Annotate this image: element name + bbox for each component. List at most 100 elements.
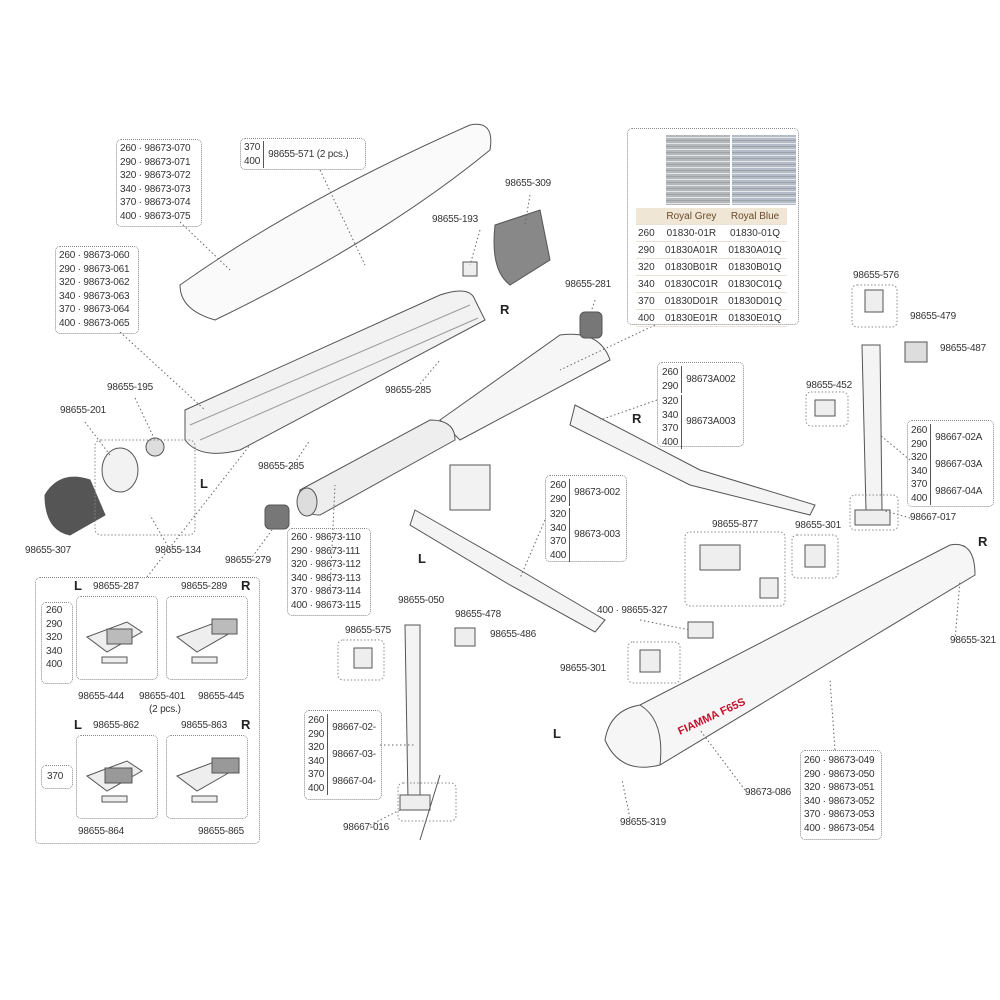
cover-code: 290 · 98673-071 <box>120 156 191 168</box>
part-label: 98655-289 <box>181 581 228 592</box>
front-code: 320 · 98673-051 <box>804 782 875 793</box>
roller-plug-r <box>579 311 603 339</box>
cover-code-box: 260 · 98673-070 290 · 98673-071 320 · 9867… <box>116 139 202 227</box>
profile-code: 320 · 98673-062 <box>59 277 130 288</box>
part-label: 98655-319 <box>620 817 667 828</box>
profile-code: 290 · 98673-061 <box>59 263 130 275</box>
profile-code: 370 · 98673-064 <box>59 304 130 315</box>
part-label: 98655-865 <box>198 826 245 837</box>
part-label: 98655-401 <box>139 691 186 702</box>
part-label: 98655-576 <box>853 270 900 281</box>
right-side-marker: R <box>500 302 510 317</box>
leg-code: 98667-02- <box>332 721 376 733</box>
bracket-877 <box>699 544 741 571</box>
royal-blue-swatch <box>732 135 796 205</box>
profile-code: 260 · 98673-060 <box>59 250 130 261</box>
size: 400 <box>244 155 261 167</box>
leg-left <box>404 624 421 801</box>
part-label: 98655-444 <box>78 691 125 702</box>
cover-code: 260 · 98673-070 <box>120 143 191 154</box>
part-label: 98667-016 <box>343 822 390 833</box>
part-label: 98655-486 <box>490 629 537 640</box>
bracket-r-frame <box>166 735 248 819</box>
profile-code: 400 · 98673-065 <box>59 317 130 329</box>
part-label: 98655-575 <box>345 625 392 636</box>
leg-right <box>861 344 883 511</box>
front-code: 340 · 98673-052 <box>804 795 875 807</box>
part-label: 98655-862 <box>93 720 140 731</box>
cover-code: 320 · 98673-072 <box>120 170 191 181</box>
part-label: 98655-321 <box>950 635 997 646</box>
left-side-marker: L <box>200 476 208 491</box>
part-label: 98655-301 <box>795 520 842 531</box>
part-label: 400 · 98655-327 <box>597 605 668 616</box>
roller-code: 320 · 98673-112 <box>291 559 361 570</box>
front-code: 400 · 98673-054 <box>804 822 875 834</box>
roller-tube <box>298 419 456 516</box>
part-label: 98655-479 <box>910 311 957 322</box>
part-label: 98655-301 <box>560 663 607 674</box>
roller-code: 260 · 98673-110 <box>291 532 361 543</box>
arm-right <box>569 404 816 516</box>
part-label: 98655-281 <box>565 279 612 290</box>
arm-code: 98673-002 <box>574 486 621 498</box>
top-cover <box>179 123 492 321</box>
size: 370 <box>244 142 261 153</box>
leg-code: 98667-04- <box>332 775 376 787</box>
fabric-sheet <box>439 333 611 441</box>
profile-code: 340 · 98673-063 <box>59 290 130 302</box>
arm-code: 98673-003 <box>574 529 621 541</box>
roller-code-box: 260 · 98673-110 290 · 98673-111 320 · 9867… <box>287 528 371 616</box>
front-bar <box>604 543 976 768</box>
roller-code: 340 · 98673-113 <box>291 572 361 584</box>
col-royal-grey: Royal Grey <box>659 208 724 225</box>
left-side-marker: L <box>553 726 561 741</box>
roller-code: 400 · 98673-115 <box>291 599 361 611</box>
end-cap-r <box>493 209 551 286</box>
profile-code-box: 260 · 98673-060 290 · 98673-061 320 · 9867… <box>55 246 139 334</box>
part-label: 98655-285 <box>385 385 432 396</box>
right-side-marker: R <box>632 411 642 426</box>
arm-code: 98673A002 <box>686 373 736 385</box>
cover-code: 340 · 98673-073 <box>120 183 191 195</box>
bracket-l-frame <box>76 735 158 819</box>
part-note: (2 pcs.) <box>149 704 181 715</box>
front-code: 370 · 98673-053 <box>804 809 875 820</box>
part-label: 98655-193 <box>432 214 479 225</box>
part-label: 98655-478 <box>455 609 502 620</box>
part-label: 98655-864 <box>78 826 125 837</box>
part-label: 98655-050 <box>398 595 445 606</box>
part-label: 98655-877 <box>712 519 759 530</box>
part-label: 98655-452 <box>806 380 853 391</box>
roller-code: 370 · 98673-114 <box>291 586 361 597</box>
part-label: 98655-863 <box>181 720 228 731</box>
col-royal-blue: Royal Blue <box>723 208 787 225</box>
cover-code: 400 · 98673-075 <box>120 210 191 222</box>
royal-grey-swatch <box>666 135 730 205</box>
part-label: 98655-195 <box>107 382 154 393</box>
part-label: 98655-134 <box>155 545 202 556</box>
end-cap-l <box>44 476 106 536</box>
front-code: 290 · 98673-050 <box>804 768 875 780</box>
part-label: 98673-086 <box>745 787 792 798</box>
arm-code: 98673A003 <box>686 416 736 428</box>
clip-code: 98655-571 (2 pcs.) <box>268 148 349 160</box>
roller-code: 290 · 98673-111 <box>291 545 360 557</box>
awning-profile <box>184 290 486 454</box>
arm-left <box>409 509 606 633</box>
cover-code: 370 · 98673-074 <box>120 197 191 208</box>
clip-code-box: 370 400 98655-571 (2 pcs.) <box>240 138 366 170</box>
part-label: 98655-445 <box>198 691 245 702</box>
